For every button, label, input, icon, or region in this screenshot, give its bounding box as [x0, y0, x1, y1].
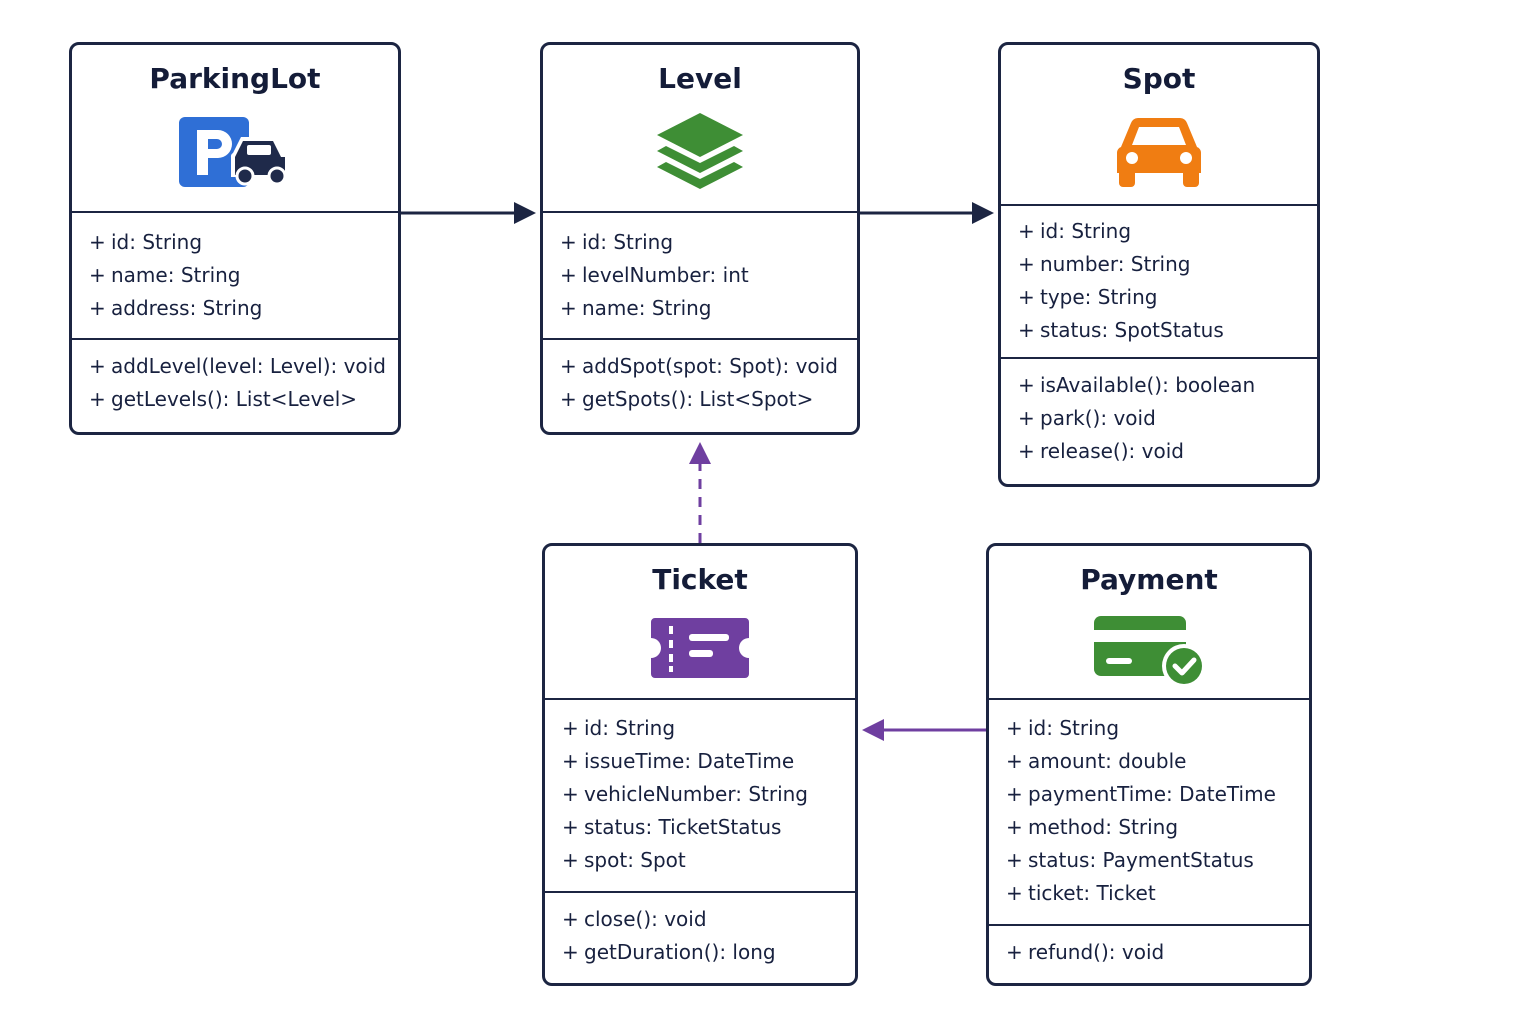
- class-ticket[interactable]: Ticket +id: String +issueTime: DateTime …: [542, 543, 858, 986]
- attribute-row: +id: String: [562, 716, 676, 740]
- attribute-row: +issueTime: DateTime: [562, 749, 795, 773]
- attributes-section: +id: String +levelNumber: int +name: Str…: [543, 211, 857, 338]
- attribute-row: +id: String: [1018, 219, 1132, 243]
- method-row: +getLevels(): List<Level>: [89, 387, 358, 411]
- methods-section: +refund(): void: [989, 924, 1309, 969]
- arrow-level-to-spot: [860, 202, 994, 224]
- attributes-section: +id: String +amount: double +paymentTime…: [989, 698, 1309, 924]
- methods-section: +close(): void +getDuration(): long: [545, 891, 855, 969]
- arrow-parkinglot-to-level: [401, 202, 536, 224]
- attribute-row: +id: String: [1006, 716, 1120, 740]
- attributes-section: +id: String +issueTime: DateTime +vehicl…: [545, 698, 855, 891]
- attribute-row: +name: String: [560, 296, 712, 320]
- ticket-icon: [545, 616, 855, 680]
- stacked-layers-icon: [543, 111, 857, 195]
- attribute-row: +type: String: [1018, 285, 1158, 309]
- class-name: Level: [658, 62, 742, 95]
- attributes-section: +id: String +name: String +address: Stri…: [72, 211, 398, 338]
- method-row: +park(): void: [1018, 406, 1156, 430]
- class-level[interactable]: Level +id: String +levelNumber: int +nam…: [540, 42, 860, 435]
- attribute-row: +name: String: [89, 263, 241, 287]
- attribute-row: +id: String: [89, 230, 203, 254]
- methods-section: +addSpot(spot: Spot): void +getSpots(): …: [543, 338, 857, 416]
- attribute-row: +spot: Spot: [562, 848, 686, 872]
- attribute-row: +number: String: [1018, 252, 1191, 276]
- method-row: +getSpots(): List<Spot>: [560, 387, 814, 411]
- class-spot[interactable]: Spot +id: String +number: String +type: …: [998, 42, 1320, 487]
- method-row: +refund(): void: [1006, 940, 1165, 964]
- class-name: Payment: [1080, 563, 1218, 596]
- class-header: ParkingLot: [72, 45, 398, 211]
- method-row: +close(): void: [562, 907, 707, 931]
- attribute-row: +amount: double: [1006, 749, 1187, 773]
- class-header: Spot: [1001, 45, 1317, 204]
- class-header: Level: [543, 45, 857, 211]
- methods-section: +addLevel(level: Level): void +getLevels…: [72, 338, 398, 416]
- class-parkinglot[interactable]: ParkingLot +id: String +name: String +ad…: [69, 42, 401, 435]
- methods-section: +isAvailable(): boolean +park(): void +r…: [1001, 357, 1317, 468]
- arrow-payment-to-ticket: [862, 719, 986, 741]
- credit-card-check-icon: [989, 614, 1309, 690]
- arrow-ticket-to-level-dashed: [689, 442, 711, 543]
- attributes-section: +id: String +number: String +type: Strin…: [1001, 204, 1317, 357]
- attribute-row: +paymentTime: DateTime: [1006, 782, 1276, 806]
- class-name: Ticket: [652, 563, 748, 596]
- class-payment[interactable]: Payment +id: String +amount: double +pay…: [986, 543, 1312, 986]
- method-row: +getDuration(): long: [562, 940, 776, 964]
- car-icon: [1001, 115, 1317, 189]
- method-row: +release(): void: [1018, 439, 1184, 463]
- method-row: +addLevel(level: Level): void: [89, 354, 386, 378]
- parking-car-icon: [72, 115, 398, 189]
- attribute-row: +address: String: [89, 296, 263, 320]
- attribute-row: +levelNumber: int: [560, 263, 749, 287]
- class-header: Ticket: [545, 546, 855, 698]
- class-name: Spot: [1122, 62, 1196, 95]
- class-name: ParkingLot: [149, 62, 321, 95]
- method-row: +addSpot(spot: Spot): void: [560, 354, 838, 378]
- attribute-row: +id: String: [560, 230, 674, 254]
- attribute-row: +status: PaymentStatus: [1006, 848, 1254, 872]
- method-row: +isAvailable(): boolean: [1018, 373, 1256, 397]
- attribute-row: +method: String: [1006, 815, 1179, 839]
- class-header: Payment: [989, 546, 1309, 698]
- attribute-row: +status: TicketStatus: [562, 815, 782, 839]
- attribute-row: +vehicleNumber: String: [562, 782, 809, 806]
- attribute-row: +ticket: Ticket: [1006, 881, 1156, 905]
- attribute-row: +status: SpotStatus: [1018, 318, 1224, 342]
